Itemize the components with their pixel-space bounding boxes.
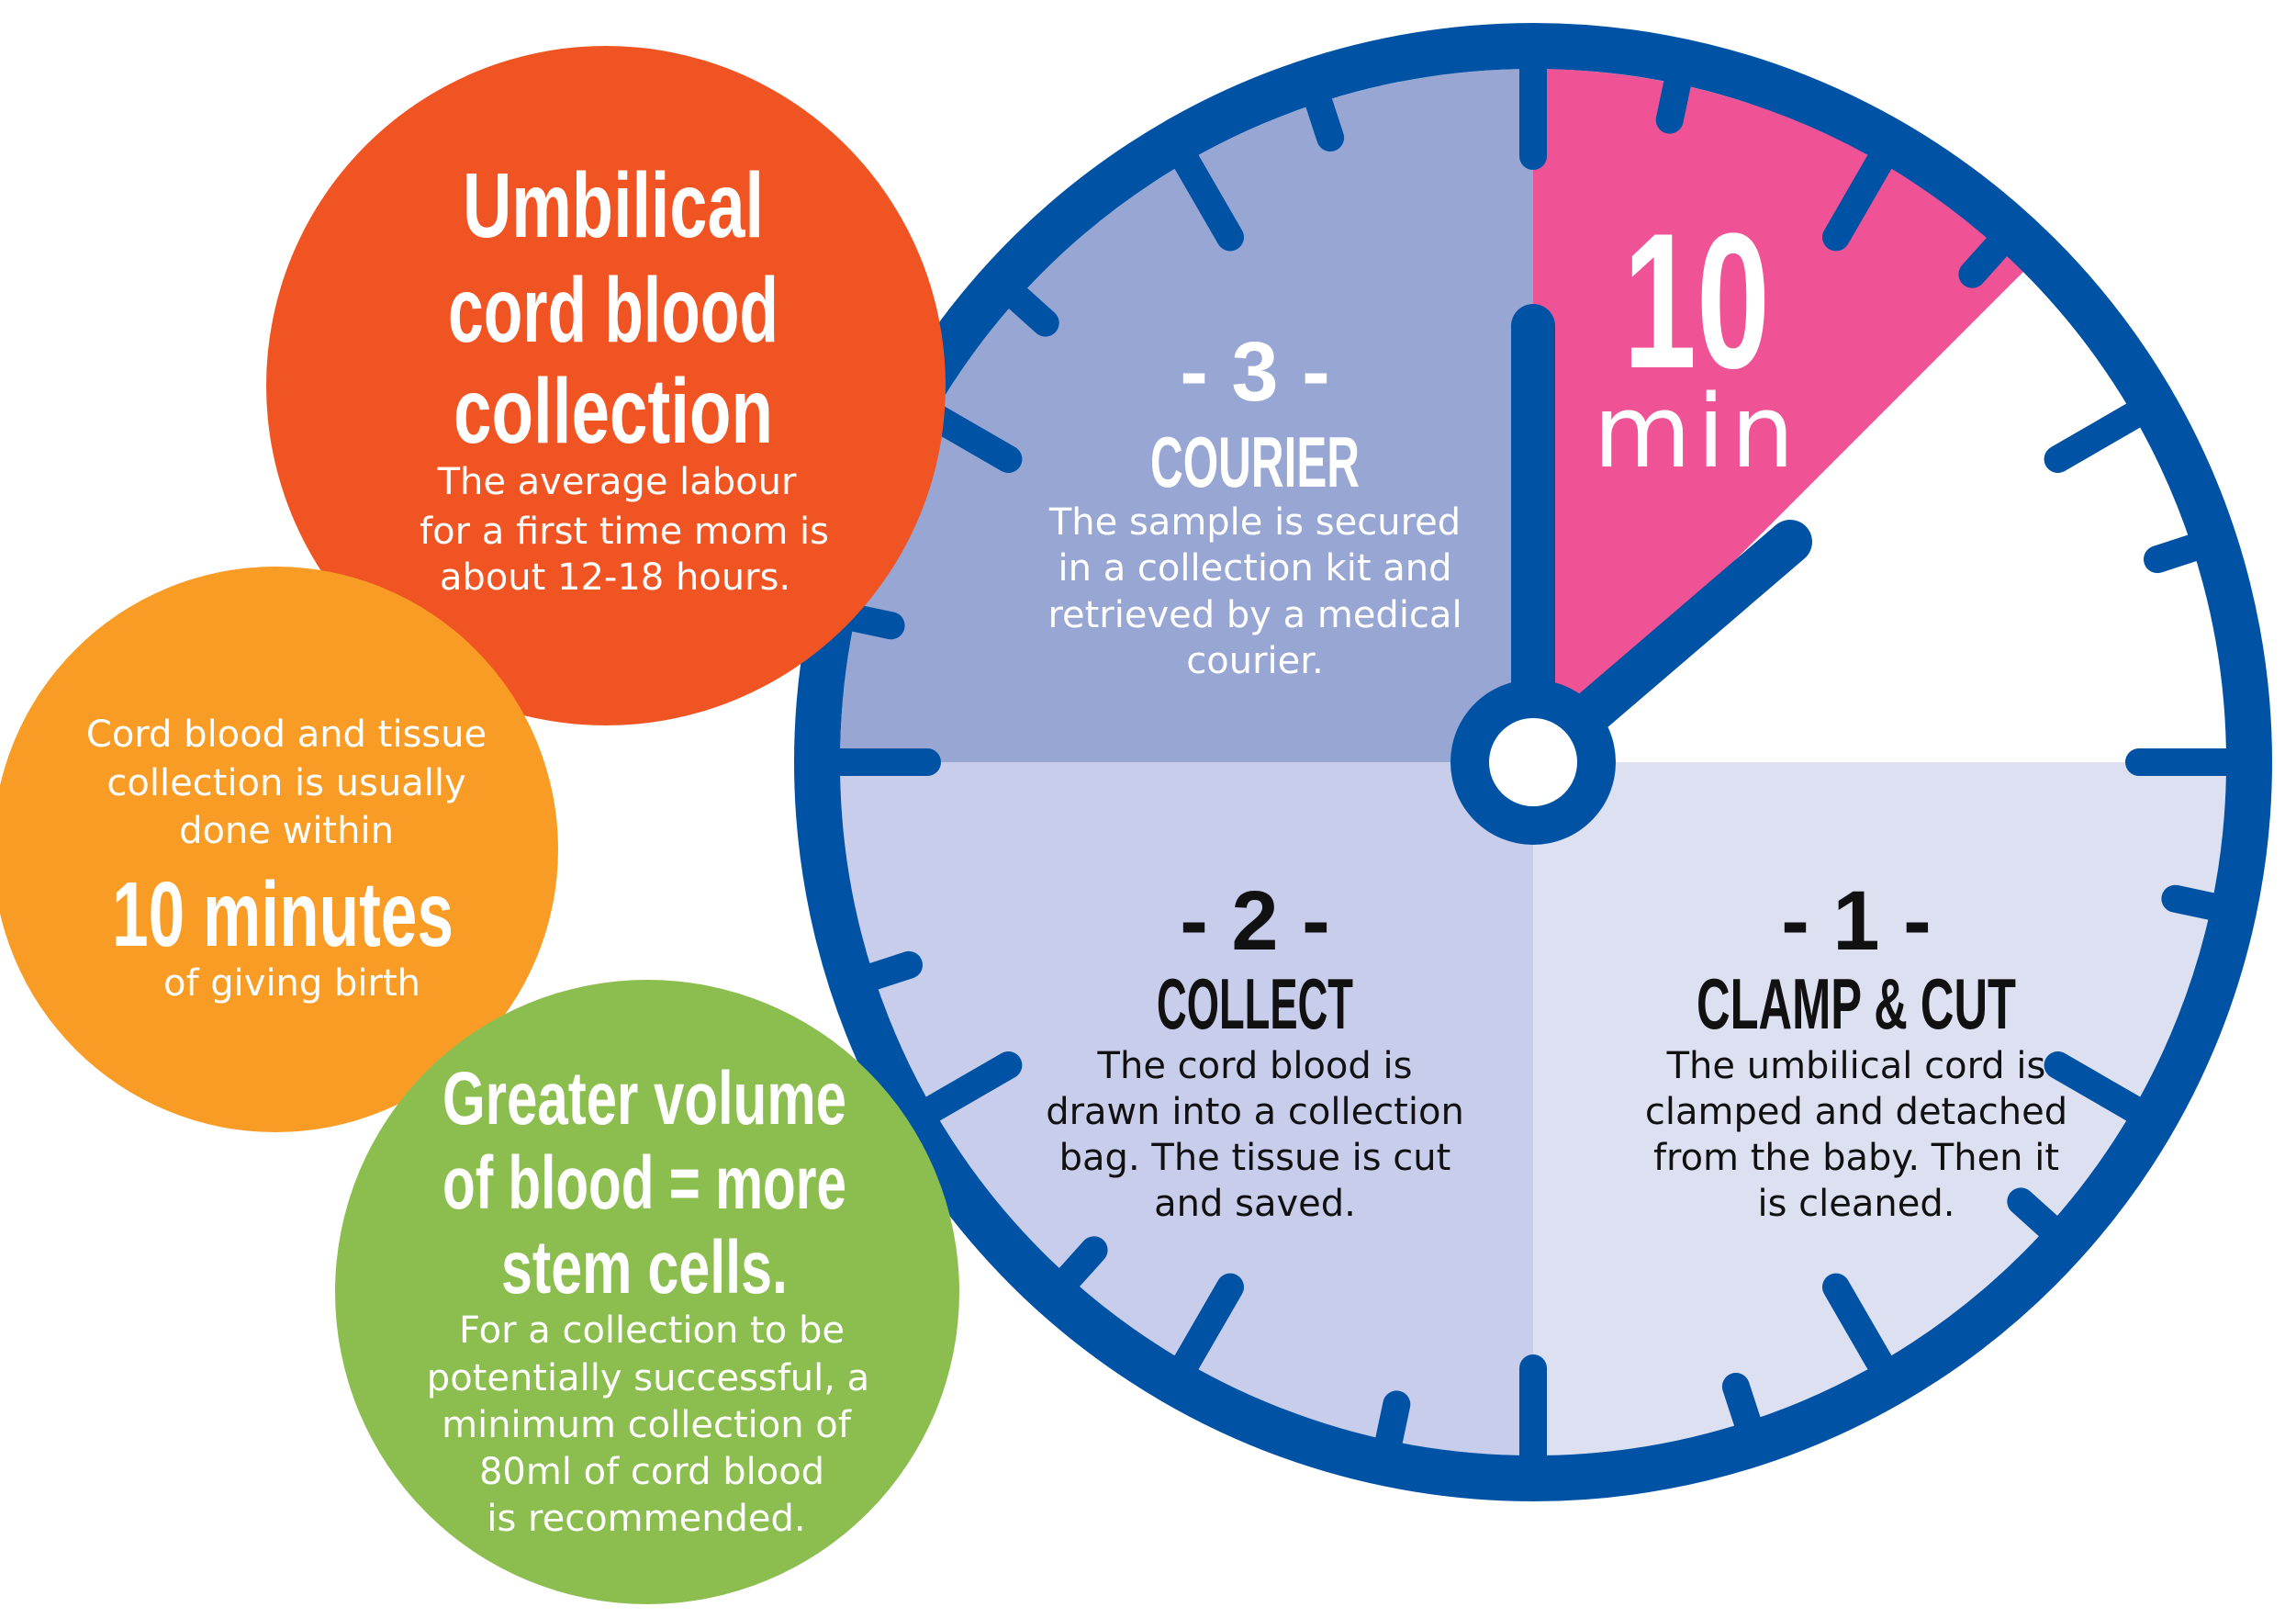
clock-major-tick — [919, 1051, 1023, 1123]
volume-circle-group: Greater volume of blood = more stem cell… — [335, 980, 959, 1604]
step-description-line: is cleaned. — [1758, 1183, 1955, 1225]
circle-body-line: The average labour — [437, 461, 797, 503]
timer-unit: min — [1593, 373, 1799, 490]
circle-body-line: done within — [179, 810, 394, 852]
clock-minor-tick — [1721, 1373, 1762, 1435]
umbilical-circle — [266, 46, 946, 725]
clock-minor-tick — [1055, 1236, 1108, 1292]
step-number: - 3 - — [1180, 325, 1330, 419]
step-description-line: in a collection kit and — [1058, 547, 1452, 590]
clock-rim — [794, 23, 2272, 1501]
step-description-line: clamped and detached — [1645, 1091, 2067, 1133]
ten-minute-wedge — [1533, 68, 2023, 763]
step-description-line: courier. — [1186, 640, 1323, 682]
circle-body-line: of giving birth — [163, 962, 420, 1005]
circle-title-line: Greater volume — [442, 1057, 846, 1140]
circle-body-line: collection is usually — [106, 762, 465, 804]
step-description-line: The cord blood is — [1097, 1045, 1413, 1087]
circle-title-line: cord blood — [448, 259, 778, 362]
circle-body-line: Cord blood and tissue — [86, 713, 487, 756]
clock-major-tick — [1822, 1273, 1894, 1376]
step-description-line: drawn into a collection — [1046, 1091, 1464, 1133]
circle-title-line: stem cells. — [501, 1226, 788, 1309]
circle-title-line: collection — [454, 360, 773, 463]
circle-body-line: minimum collection of — [442, 1404, 852, 1446]
clock-major-tick — [2044, 1051, 2147, 1123]
clock-minor-tick — [1305, 89, 1345, 152]
step-collect: - 2 - COLLECT The cord blood is drawn in… — [1046, 874, 1464, 1225]
step-number: - 2 - — [1180, 874, 1330, 968]
circle-body-line: For a collection to be — [459, 1309, 845, 1352]
quadrant-collect — [840, 762, 1533, 1455]
clock-major-tick — [1172, 1273, 1244, 1376]
clock-minor-tick — [2144, 534, 2206, 574]
quadrant-clamp — [1533, 762, 2226, 1455]
clock-major-tick — [919, 401, 1023, 473]
circle-body-line: 80ml of cord blood — [479, 1451, 824, 1493]
circle-highlight: 10 minutes — [112, 863, 454, 966]
quadrant-courier — [840, 69, 1533, 762]
clock-minor-tick — [2161, 884, 2225, 920]
step-clamp-cut: - 1 - CLAMP & CUT The umbilical cord is … — [1645, 874, 2067, 1225]
circle-title-line: of blood = more — [442, 1141, 846, 1225]
circle-title-line: Umbilical — [463, 154, 764, 257]
circle-body-line: potentially successful, a — [427, 1357, 869, 1399]
clock-minor-tick — [1375, 1390, 1411, 1455]
step-title: COURIER — [1150, 421, 1360, 502]
clock: 10 min - 3 - COURIER The sample is secur… — [794, 23, 2272, 1501]
step-courier: - 3 - COURIER The sample is secured in a… — [1047, 325, 1462, 682]
ten-minutes-circle — [0, 567, 558, 1132]
clock-minor-tick — [1003, 284, 1059, 337]
step-title: COLLECT — [1157, 963, 1353, 1044]
step-title: CLAMP & CUT — [1697, 963, 2016, 1044]
clock-minor-tick — [1958, 232, 2011, 288]
volume-circle — [335, 980, 959, 1604]
timer-number: 10 — [1623, 193, 1770, 409]
clock-minor-tick — [2007, 1187, 2063, 1241]
umbilical-circle-group: Umbilical cord blood collection The aver… — [266, 46, 946, 725]
clock-minor-tick — [841, 604, 905, 640]
clock-major-tick — [1822, 148, 1894, 252]
clock-minor-tick — [1655, 70, 1691, 134]
step-description-line: bag. The tissue is cut — [1059, 1137, 1451, 1179]
step-description-line: retrieved by a medical — [1047, 594, 1462, 636]
clock-minor-tick — [860, 950, 923, 991]
step-description-line: from the baby. Then it — [1653, 1137, 2059, 1179]
clock-major-tick — [1172, 148, 1244, 252]
circle-body-line: is recommended. — [487, 1498, 805, 1540]
clock-ticks — [826, 55, 2240, 1469]
hand-hub-center — [1489, 718, 1577, 806]
clock-major-tick — [2044, 401, 2147, 473]
ten-minutes-circle-group: Cord blood and tissue collection is usua… — [0, 567, 558, 1132]
step-description-line: and saved. — [1154, 1183, 1356, 1225]
step-number: - 1 - — [1781, 874, 1932, 968]
circle-body-line: for a first time mom is — [420, 511, 829, 553]
step-description-line: The umbilical cord is — [1666, 1045, 2046, 1087]
circle-body-line: about 12-18 hours. — [440, 556, 790, 599]
step-description-line: The sample is secured — [1048, 501, 1461, 544]
